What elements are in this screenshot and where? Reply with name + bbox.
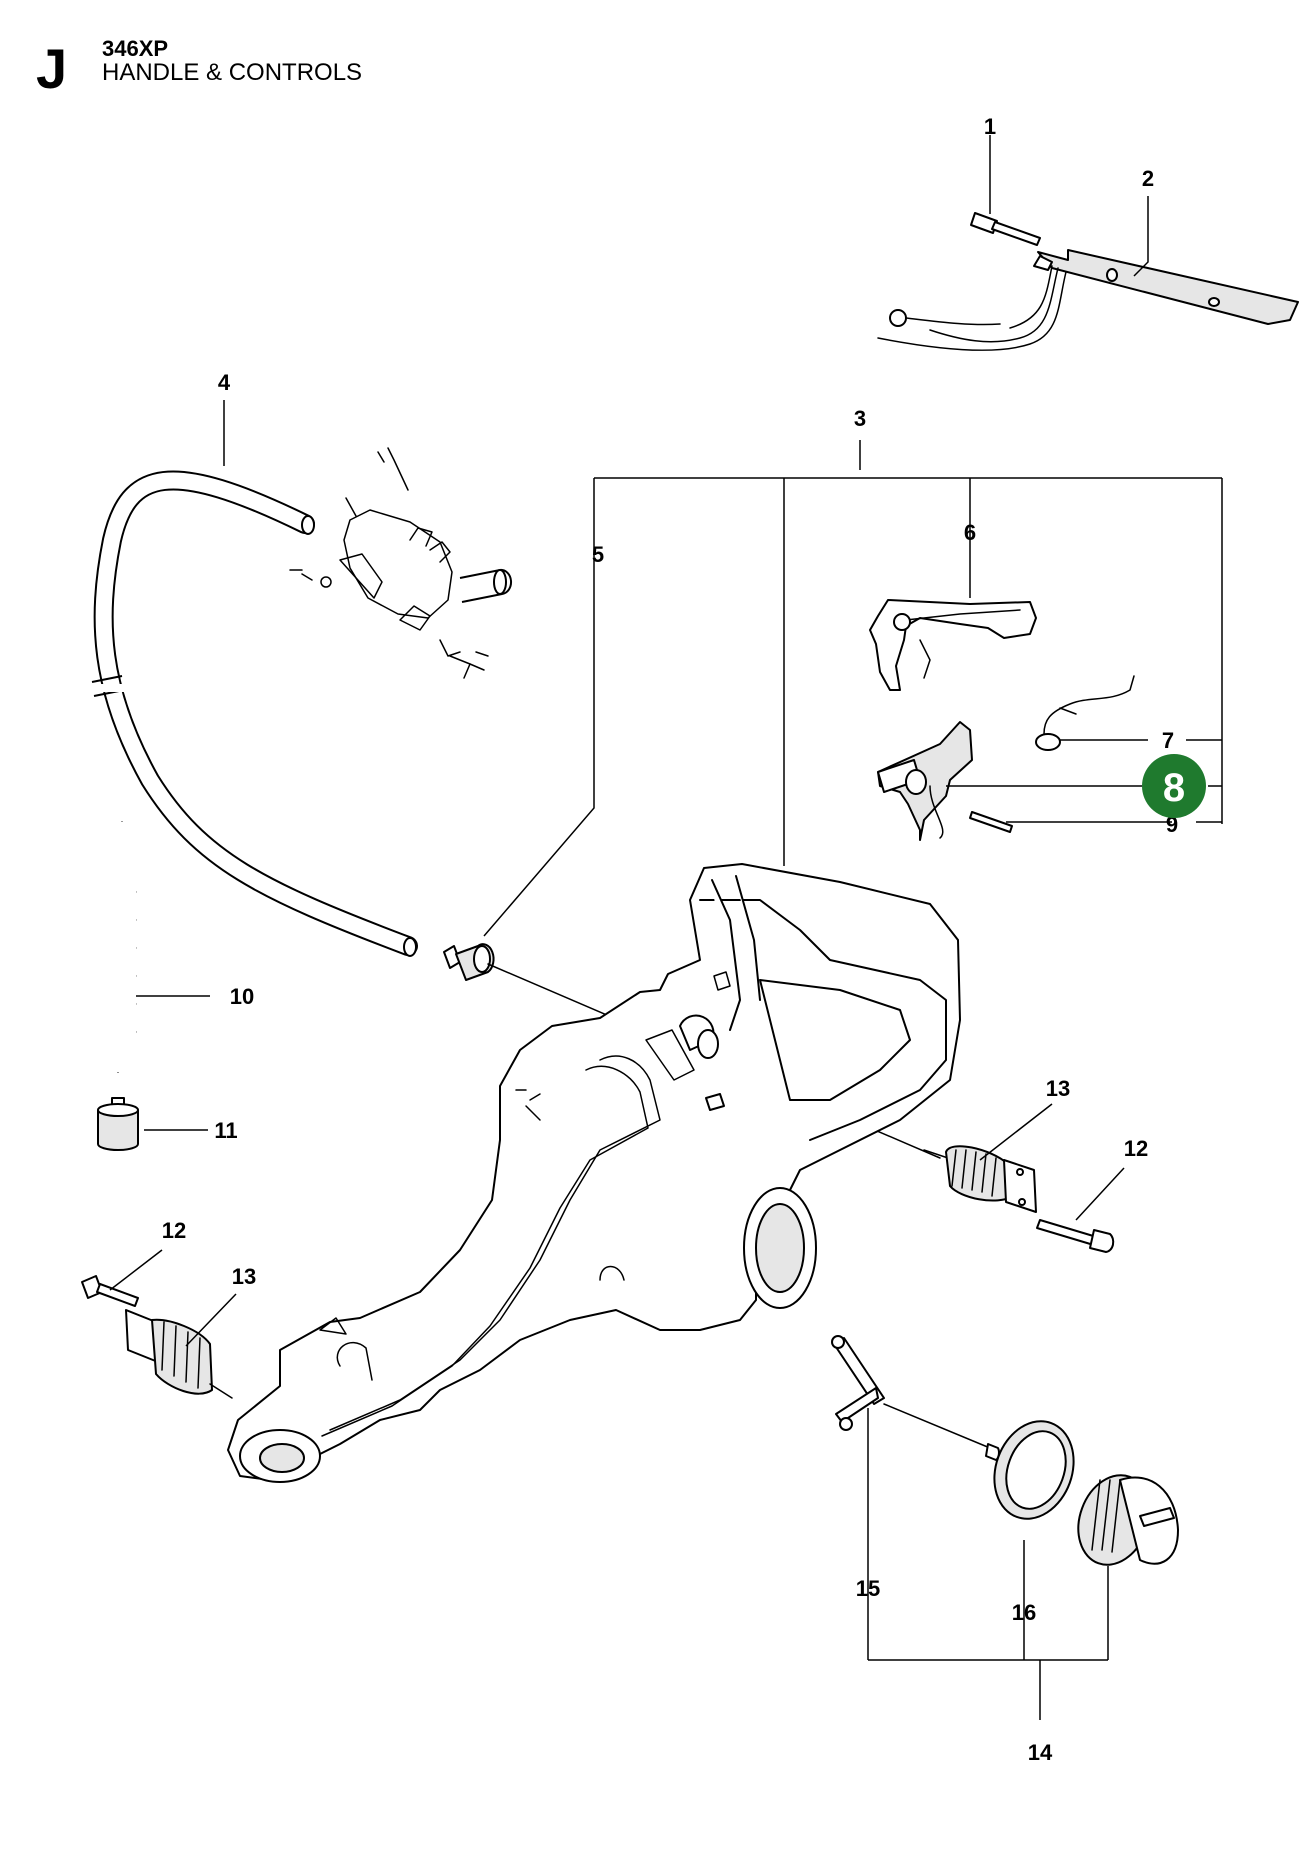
part-12-screw-left (81, 1275, 139, 1307)
part-16-o-ring (993, 1420, 1075, 1520)
part-13-av-spring-left (125, 1309, 233, 1399)
part-7-spring (1035, 675, 1135, 751)
callout-6: 6 (964, 520, 976, 545)
callout-16: 16 (1012, 1600, 1036, 1625)
leader-lines (109, 135, 1223, 1720)
part-8-throttle-trigger (877, 721, 973, 841)
callout-8: 8 (1163, 766, 1185, 810)
fuel-cap (1077, 1474, 1179, 1566)
part-6-throttle-lock (869, 599, 1037, 691)
callout-5: 5 (592, 542, 604, 567)
callout-12-right: 12 (1124, 1136, 1148, 1161)
callout-4: 4 (218, 370, 231, 395)
callout-14: 14 (1028, 1740, 1053, 1765)
callout-13-left: 13 (232, 1264, 256, 1289)
page-title: HANDLE & CONTROLS (102, 59, 362, 86)
highlight-badge[interactable] (1142, 754, 1206, 818)
part-1-screw (970, 212, 1041, 246)
part-5-grommet (443, 943, 495, 981)
callout-10: 10 (230, 984, 254, 1009)
part-10-spiral-spring (107, 821, 138, 1073)
part-12-screw-right (1036, 1219, 1115, 1253)
callout-15: 15 (856, 1576, 880, 1601)
section-letter: J (36, 37, 67, 100)
rear-handle-housing (227, 863, 961, 1483)
callout-9: 9 (1166, 812, 1178, 837)
callout-numbers: 1 2 3 4 5 6 7 9 10 11 12 13 12 13 14 15 … (162, 114, 1178, 1765)
model-number: 346XP (102, 36, 168, 61)
part-15-cap-strap (831, 1335, 1000, 1461)
highlighted-callout-8[interactable]: 8 (1142, 754, 1206, 818)
part-9-pin (969, 811, 1013, 833)
callout-3: 3 (854, 406, 866, 431)
part-13-av-spring-right (923, 1145, 1037, 1213)
callout-2: 2 (1142, 166, 1154, 191)
part-11-fuel-filter (97, 1097, 139, 1151)
callout-7: 7 (1162, 728, 1174, 753)
part-2-bracket (877, 249, 1299, 351)
callout-11: 11 (214, 1118, 237, 1143)
callout-12-left: 12 (162, 1218, 186, 1243)
part-4-fuel-hose (90, 470, 418, 957)
callout-1: 1 (984, 114, 996, 139)
carburettor-sketch (289, 447, 512, 679)
callout-13-right: 13 (1046, 1076, 1070, 1101)
